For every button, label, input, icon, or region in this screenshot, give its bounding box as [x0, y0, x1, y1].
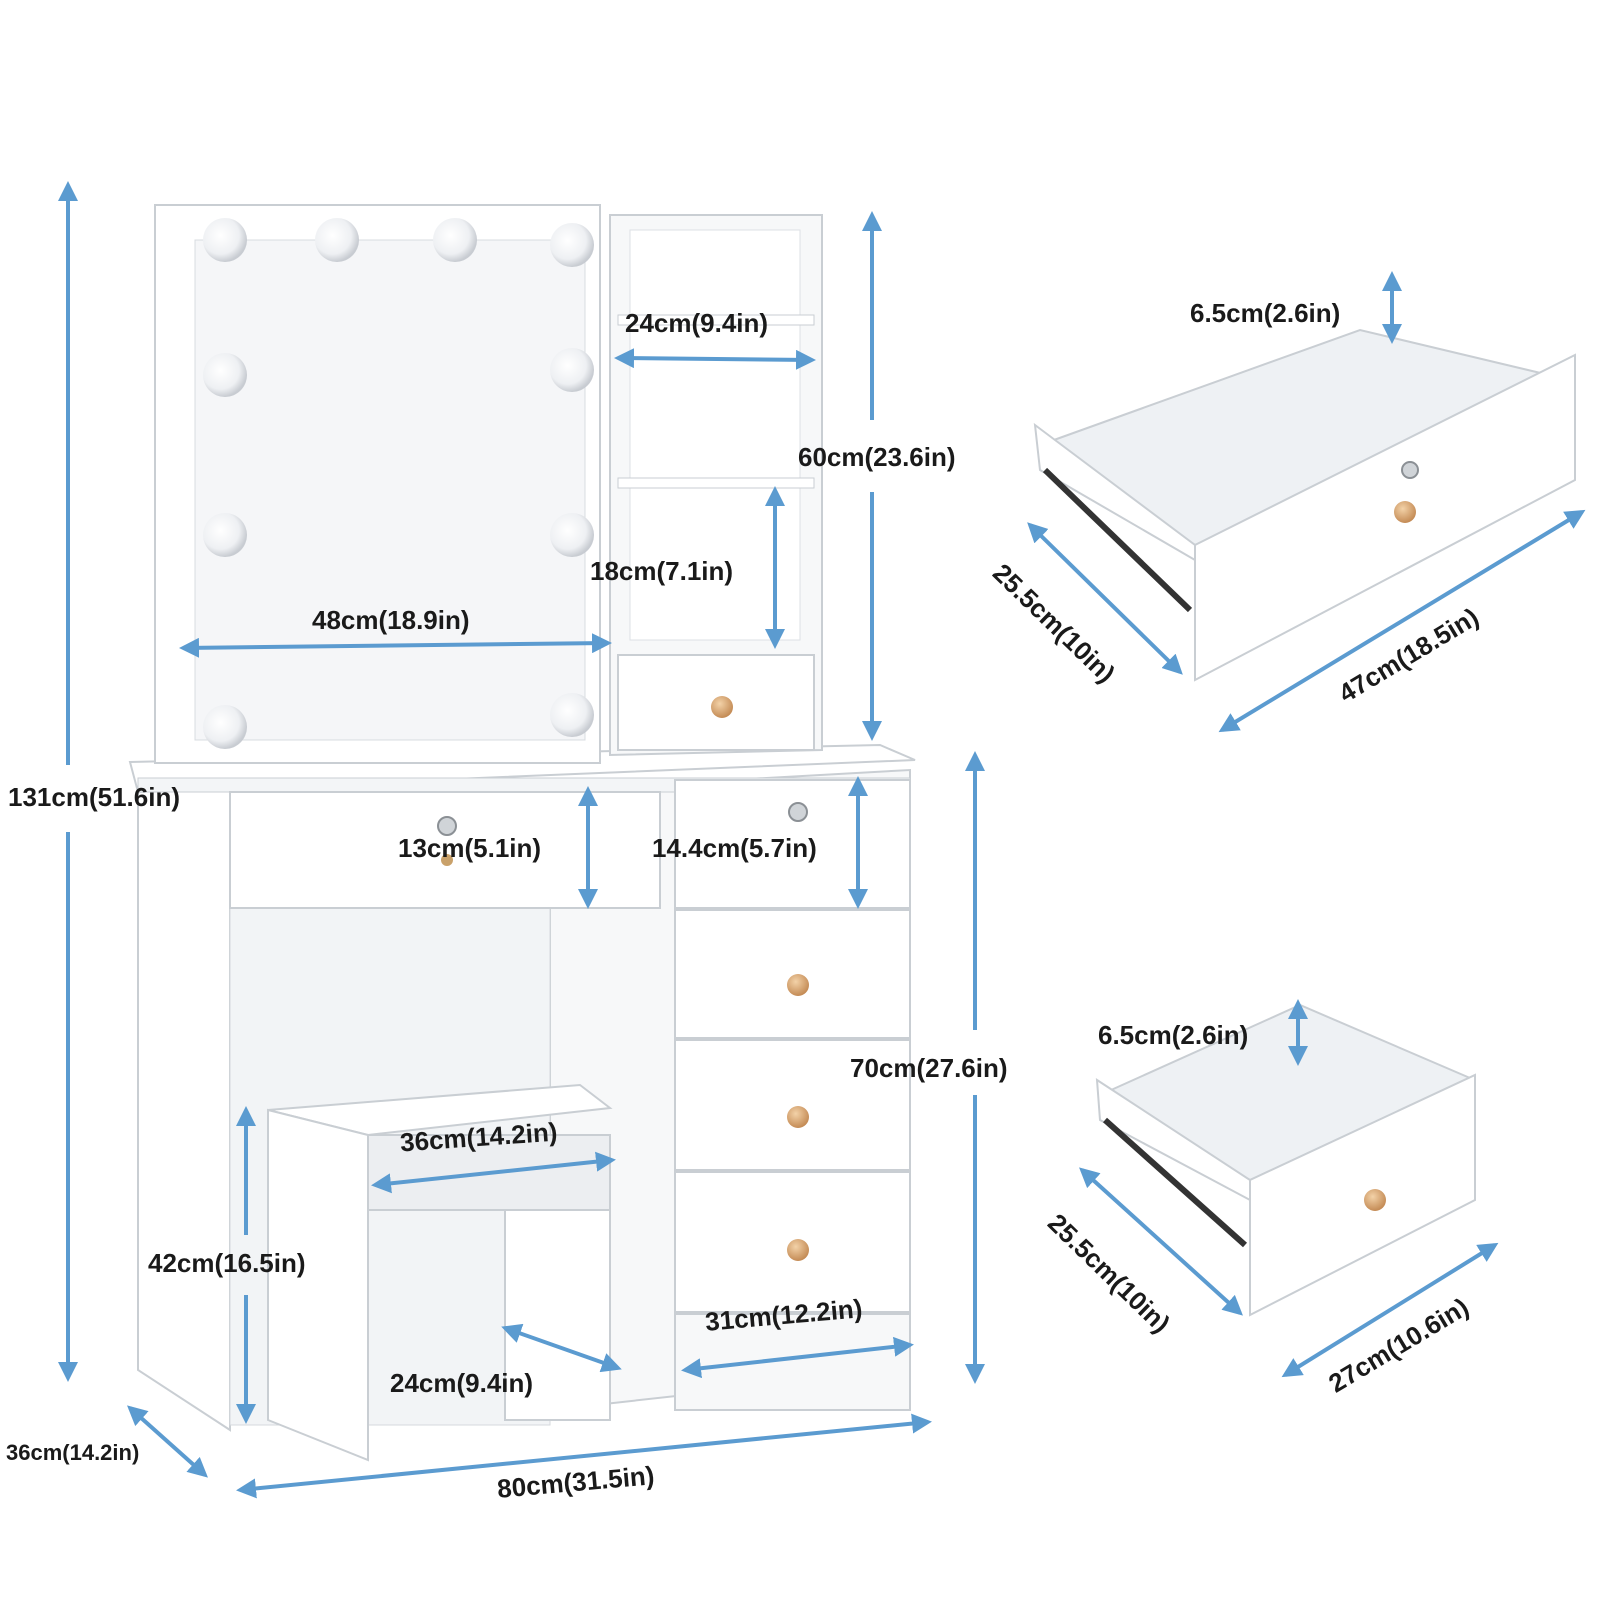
bulb-icon: [550, 513, 594, 557]
lock-icon: [1401, 461, 1419, 479]
knob-icon: [1364, 1189, 1386, 1211]
bulb-icon: [550, 223, 594, 267]
bulb-icon: [433, 218, 477, 262]
label-drawer-small-height: 6.5cm(2.6in): [1098, 1020, 1249, 1050]
label-drawer-left-height: 13cm(5.1in): [398, 833, 542, 863]
bulb-icon: [203, 218, 247, 262]
dim-line-desk-width: [236, 1413, 932, 1499]
bulb-icon: [203, 705, 247, 749]
mirror-cabinet: [154, 204, 823, 764]
knob-icon: [787, 1239, 809, 1261]
key-icon: [441, 854, 453, 866]
dimension-lines: [58, 181, 1586, 1499]
label-drawer-large-height: 6.5cm(2.6in): [1190, 298, 1341, 328]
label-stool-depth: 24cm(9.4in): [390, 1368, 534, 1398]
bulb-icon: [550, 348, 594, 392]
dim-line-drawer-large-width: [1218, 509, 1586, 733]
lock-icon: [437, 816, 457, 836]
drawer-large-illustration: [1033, 328, 1576, 682]
knob-icon: [787, 1106, 809, 1128]
label-total-height: 131cm(51.6in): [8, 782, 180, 812]
upper-shelf: [617, 314, 815, 326]
middle-shelf: [617, 477, 815, 489]
dim-line-mirror-width: [179, 633, 612, 658]
dim-line-shelf-width: [614, 348, 816, 370]
label-stool-height: 42cm(16.5in): [148, 1248, 306, 1278]
label-desk-height: 70cm(27.6in): [850, 1053, 1008, 1083]
dim-line-stool-depth: [501, 1323, 622, 1373]
dim-line-desk-depth: [127, 1405, 208, 1478]
lock-icon: [788, 802, 808, 822]
label-shelf-width: 24cm(9.4in): [625, 308, 769, 338]
dim-line-drawer-small-width: [1281, 1242, 1499, 1378]
label-cabinet-height: 60cm(23.6in): [798, 442, 956, 472]
right-drawer-1: [674, 779, 911, 909]
label-mirror-width: 48cm(18.9in): [312, 605, 470, 635]
label-desk-depth: 36cm(14.2in): [6, 1440, 140, 1465]
knob-icon: [711, 696, 733, 718]
label-shelf-gap: 18cm(7.1in): [590, 556, 734, 586]
dim-line-bottom-shelf-width: [681, 1336, 914, 1379]
stool-side-panel: [267, 1108, 369, 1462]
right-drawer-3: [674, 1039, 911, 1171]
bulb-icon: [550, 693, 594, 737]
mirror-glass: [194, 239, 586, 741]
dim-line-stool-width: [371, 1151, 616, 1194]
label-drawer-right-height: 14.4cm(5.7in): [652, 833, 817, 863]
left-leg-panel: [137, 789, 231, 1432]
right-drawer-2: [674, 909, 911, 1039]
bulb-icon: [203, 513, 247, 557]
dim-line-drawer-large-depth: [1027, 522, 1183, 675]
knob-icon: [787, 974, 809, 996]
bulb-icon: [315, 218, 359, 262]
dim-line-drawer-small-depth: [1079, 1167, 1243, 1316]
drawer-small-illustration: [1095, 1003, 1476, 1317]
bulb-icon: [203, 353, 247, 397]
knob-icon: [1394, 501, 1416, 523]
